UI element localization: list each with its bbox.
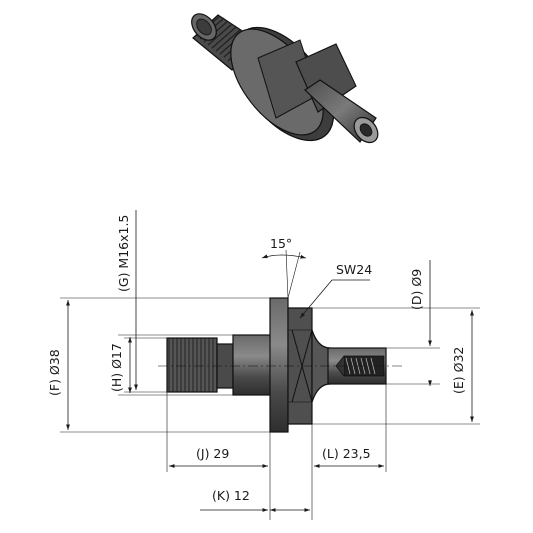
label-g: (G) M16x1.5 <box>116 215 131 292</box>
thread-section <box>166 337 218 393</box>
label-j: (J) 29 <box>196 446 229 461</box>
neck-section <box>232 334 272 396</box>
label-k: (K) 12 <box>212 488 250 503</box>
label-sw: SW24 <box>336 262 372 277</box>
label-e: (E) Ø32 <box>451 347 466 394</box>
iso-flange <box>230 26 335 142</box>
label-h: (H) Ø17 <box>109 343 124 392</box>
label-angle: 15° <box>270 236 292 251</box>
label-d: (D) Ø9 <box>409 269 424 310</box>
flange <box>269 297 289 433</box>
dimensions <box>60 210 480 520</box>
isometric-view <box>191 13 379 144</box>
iso-shaft <box>304 79 379 144</box>
label-f: (F) Ø38 <box>47 349 62 396</box>
side-view <box>158 297 402 433</box>
label-l: (L) 23,5 <box>322 446 371 461</box>
